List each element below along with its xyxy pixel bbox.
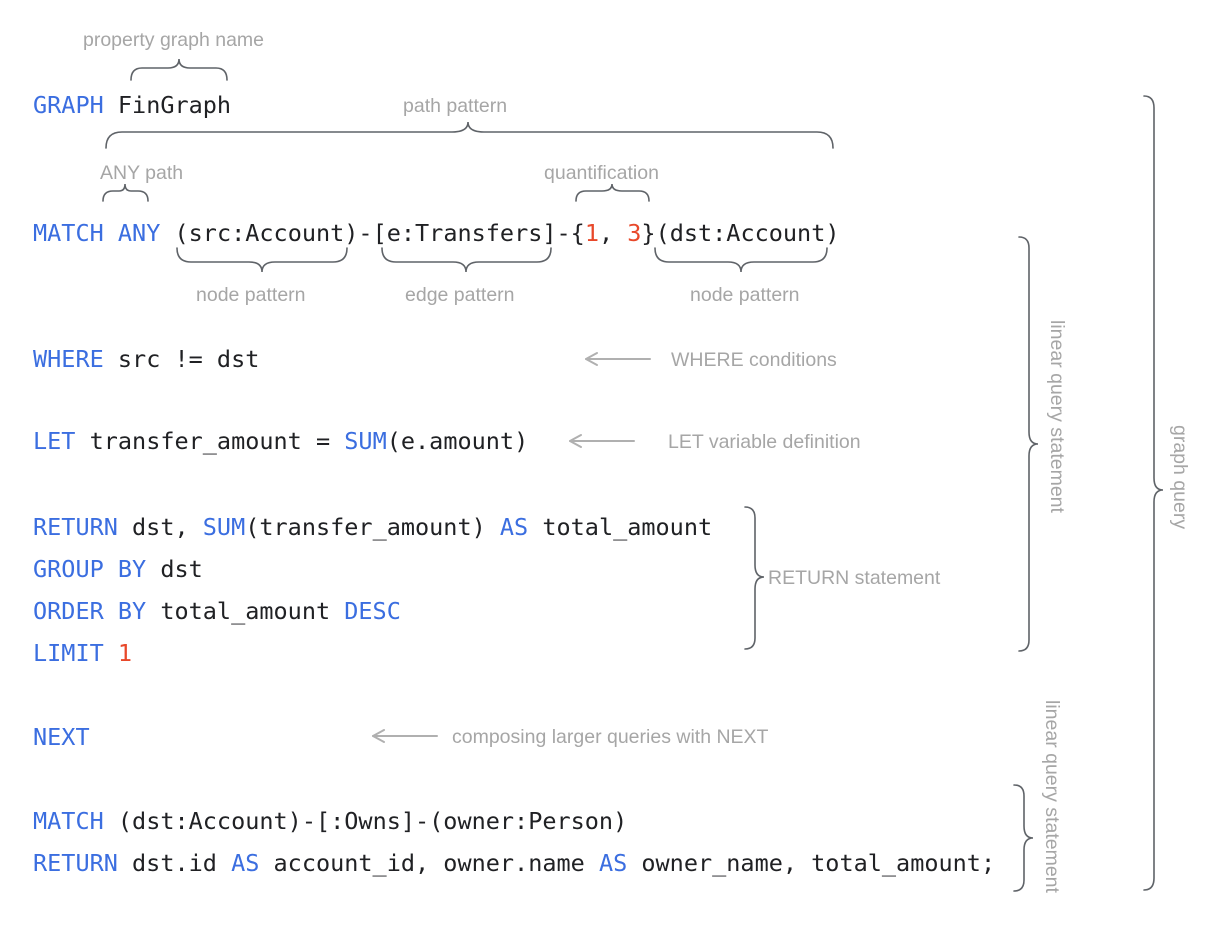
- code-token-keyword: NEXT: [33, 723, 90, 751]
- brace-node-pattern-left: [176, 247, 348, 273]
- code-line-return-2: RETURN dst.id AS account_id, owner.name …: [33, 848, 995, 878]
- code-line-let: LET transfer_amount = SUM(e.amount): [33, 426, 528, 456]
- brace-return-statement: [744, 506, 765, 650]
- brace-node-pattern-right: [654, 247, 828, 273]
- code-token-plain: (src:Account)-[e:Transfers]-{: [160, 219, 585, 247]
- code-token-plain: FinGraph: [103, 91, 232, 119]
- brace-linear-query-statement-2: [1013, 784, 1034, 892]
- brace-linear-query-statement-1: [1018, 236, 1039, 652]
- code-line-next: NEXT: [33, 722, 90, 752]
- code-line-where: WHERE src != dst: [33, 344, 259, 374]
- label-linear-query-statement-2: linear query statement: [1041, 700, 1063, 893]
- label-node-pattern-left: node pattern: [196, 284, 306, 306]
- code-token-keyword: LIMIT: [33, 639, 104, 667]
- code-token-plain: src != dst: [103, 345, 260, 373]
- label-composing-next: composing larger queries with NEXT: [452, 726, 769, 748]
- code-token-plain: total_amount: [146, 597, 345, 625]
- code-token-keyword: AS: [598, 849, 628, 877]
- code-line-match-2: MATCH (dst:Account)-[:Owns]-(owner:Perso…: [33, 806, 627, 836]
- code-line-return-1: RETURN dst, SUM(transfer_amount) AS tota…: [33, 512, 712, 542]
- code-token-plain: (transfer_amount): [245, 513, 500, 541]
- code-token-plain: [104, 219, 118, 247]
- code-token-plain: total_amount: [528, 513, 713, 541]
- code-token-keyword: DESC: [344, 597, 401, 625]
- code-token-keyword: WHERE: [33, 345, 104, 373]
- code-token-plain: [104, 639, 118, 667]
- brace-path-pattern: [105, 121, 834, 149]
- code-token-keyword: AS: [231, 849, 260, 877]
- label-quantification: quantification: [544, 162, 659, 184]
- arrow-let-definition: [569, 434, 635, 448]
- label-graph-query: graph query: [1169, 425, 1191, 530]
- code-token-number: 3: [627, 219, 642, 247]
- label-any-path: ANY path: [100, 162, 184, 184]
- code-line-limit: LIMIT 1: [33, 638, 132, 668]
- code-token-keyword: RETURN: [33, 513, 118, 541]
- code-token-plain: dst,: [117, 513, 203, 541]
- code-token-keyword: ORDER BY: [33, 597, 147, 625]
- code-token-keyword: LET: [33, 427, 76, 455]
- label-property-graph-name: property graph name: [83, 29, 265, 51]
- code-token-plain: transfer_amount =: [75, 427, 345, 455]
- code-token-keyword: ANY: [117, 219, 161, 247]
- brace-any-path: [102, 183, 149, 202]
- code-token-keyword: SUM: [344, 427, 387, 455]
- code-token-plain: owner_name, total_amount;: [627, 849, 996, 877]
- code-token-keyword: GROUP BY: [33, 555, 147, 583]
- code-token-plain: account_id, owner.name: [259, 849, 599, 877]
- code-token-keyword: MATCH: [33, 807, 104, 835]
- brace-edge-pattern: [381, 247, 552, 273]
- code-token-keyword: AS: [499, 513, 529, 541]
- code-token-keyword: GRAPH: [33, 91, 104, 119]
- code-token-keyword: SUM: [202, 513, 246, 541]
- label-path-pattern: path pattern: [403, 95, 508, 117]
- code-token-plain: ,: [598, 219, 628, 247]
- brace-quantification: [575, 183, 650, 202]
- label-let-variable-definition: LET variable definition: [668, 431, 861, 453]
- code-token-plain: dst.id: [117, 849, 232, 877]
- code-token-number: 1: [117, 639, 133, 667]
- code-line-group-by: GROUP BY dst: [33, 554, 203, 584]
- code-token-keyword: RETURN: [33, 849, 118, 877]
- code-token-number: 1: [584, 219, 599, 247]
- code-line-order-by: ORDER BY total_amount DESC: [33, 596, 401, 626]
- code-token-plain: (e.amount): [386, 427, 529, 455]
- arrow-where-conditions: [585, 352, 651, 366]
- label-return-statement: RETURN statement: [768, 567, 941, 589]
- brace-graph-query: [1143, 95, 1164, 891]
- code-line-graph: GRAPH FinGraph: [33, 90, 231, 120]
- label-edge-pattern: edge pattern: [405, 284, 515, 306]
- brace-property-graph-name: [130, 58, 228, 81]
- code-token-plain: }(dst:Account): [641, 219, 840, 247]
- label-linear-query-statement-1: linear query statement: [1046, 320, 1068, 513]
- arrow-composing-next: [372, 729, 438, 743]
- label-node-pattern-right: node pattern: [690, 284, 800, 306]
- code-token-keyword: MATCH: [33, 219, 104, 247]
- label-where-conditions: WHERE conditions: [671, 349, 837, 371]
- code-token-plain: (dst:Account)-[:Owns]-(owner:Person): [103, 807, 628, 835]
- code-token-plain: dst: [146, 555, 203, 583]
- code-line-match: MATCH ANY (src:Account)-[e:Transfers]-{1…: [33, 218, 840, 248]
